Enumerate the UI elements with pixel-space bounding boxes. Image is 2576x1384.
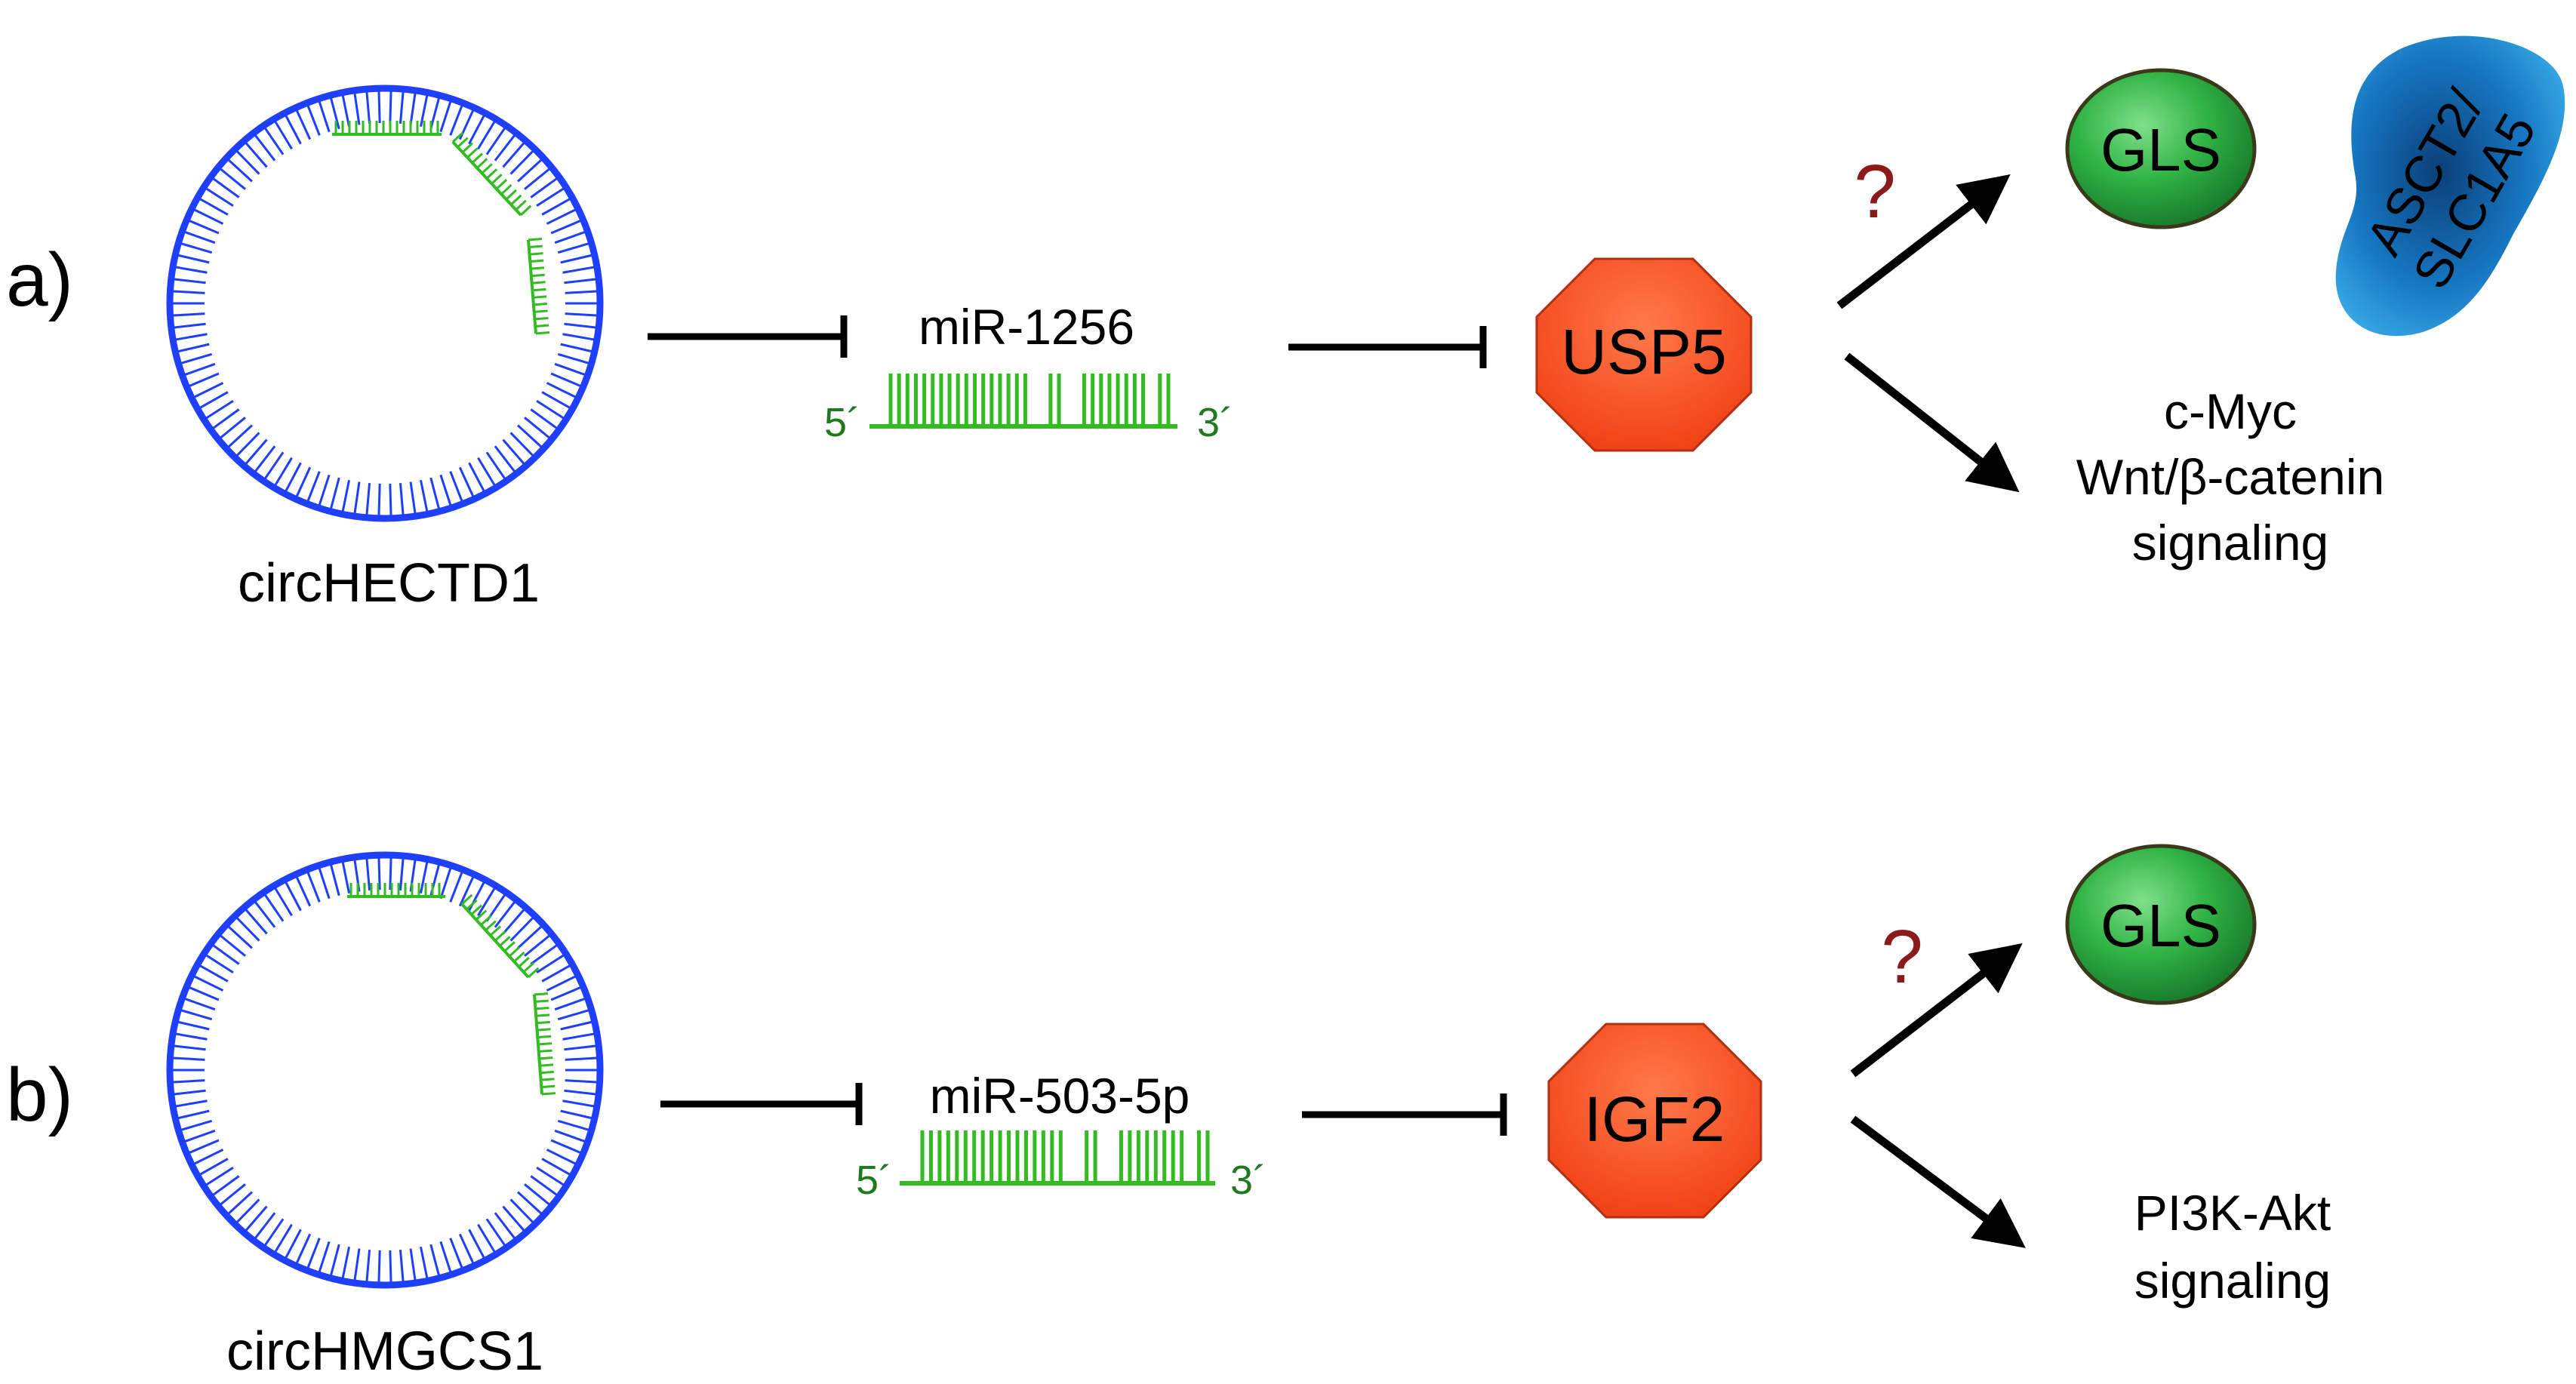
five-prime-b: 5´ xyxy=(856,1158,892,1203)
question-mark-a: ? xyxy=(1854,149,1896,234)
panel-a: a) circHECTD1 miR-1256 xyxy=(6,35,2565,614)
inhibition-arrow-a2 xyxy=(1288,326,1487,368)
circrna-ring-a-ticks xyxy=(173,91,597,515)
igf2-label: IGF2 xyxy=(1584,1084,1725,1155)
usp5-label: USP5 xyxy=(1561,316,1726,387)
usp5-node: USP5 xyxy=(1535,257,1753,452)
mirna-name-a: miR-1256 xyxy=(919,299,1134,355)
question-mark-b: ? xyxy=(1881,915,1923,999)
pathway-text-a: c-Myc Wnt/β-catenin signaling xyxy=(2076,383,2384,571)
mirna-name-b: miR-503-5p xyxy=(930,1068,1190,1124)
inhibition-arrow-b1 xyxy=(660,1083,863,1125)
circrna-name-b: circHMGCS1 xyxy=(226,1321,543,1380)
pathway-a-line-1: c-Myc xyxy=(2164,383,2297,439)
gls-label-a: GLS xyxy=(2101,116,2221,183)
three-prime-b: 3´ xyxy=(1230,1158,1266,1203)
inhibition-arrow-a1 xyxy=(648,315,848,358)
activation-arrow-a-pathway xyxy=(1844,352,2020,493)
five-prime-a: 5´ xyxy=(824,400,860,445)
pathway-text-b: PI3K-Akt signaling xyxy=(2134,1185,2331,1309)
mirna-strand-b xyxy=(900,1130,1215,1186)
activation-arrow-b-pathway xyxy=(1850,1115,2026,1248)
gls-node-b: GLS xyxy=(2065,844,2257,1005)
mirna-strand-a xyxy=(869,374,1177,429)
bound-mirna-fragments-b xyxy=(347,883,556,1096)
circrna-ring-a xyxy=(166,85,604,522)
circrna-ring-b xyxy=(166,851,604,1289)
gls-node-a: GLS xyxy=(2065,68,2257,229)
panel-b-label: b) xyxy=(6,1053,73,1137)
inhibition-arrow-b2 xyxy=(1302,1093,1507,1136)
three-prime-a: 3´ xyxy=(1197,400,1233,445)
circrna-ring-b-ticks xyxy=(173,858,597,1282)
activation-arrow-a-gls xyxy=(1836,174,2011,309)
gls-label-b: GLS xyxy=(2101,892,2221,959)
asct2-slc1a5-transporter: ASCT2/ SLC1A5 xyxy=(2335,35,2565,337)
panel-b: b) circHMGCS1 miR-503-5p 5´ 3´ xyxy=(6,844,2331,1382)
bound-mirna-fragments-a xyxy=(332,121,550,335)
pathway-a-line-2: Wnt/β-catenin xyxy=(2076,449,2384,505)
igf2-node: IGF2 xyxy=(1547,1023,1762,1219)
pathway-a-line-3: signaling xyxy=(2132,515,2329,571)
activation-arrow-b-gls xyxy=(1850,943,2023,1078)
panel-a-label: a) xyxy=(6,238,73,322)
pathway-b-line-1: PI3K-Akt xyxy=(2134,1185,2331,1241)
circrna-name-a: circHECTD1 xyxy=(238,553,540,614)
pathway-b-line-2: signaling xyxy=(2134,1253,2331,1309)
